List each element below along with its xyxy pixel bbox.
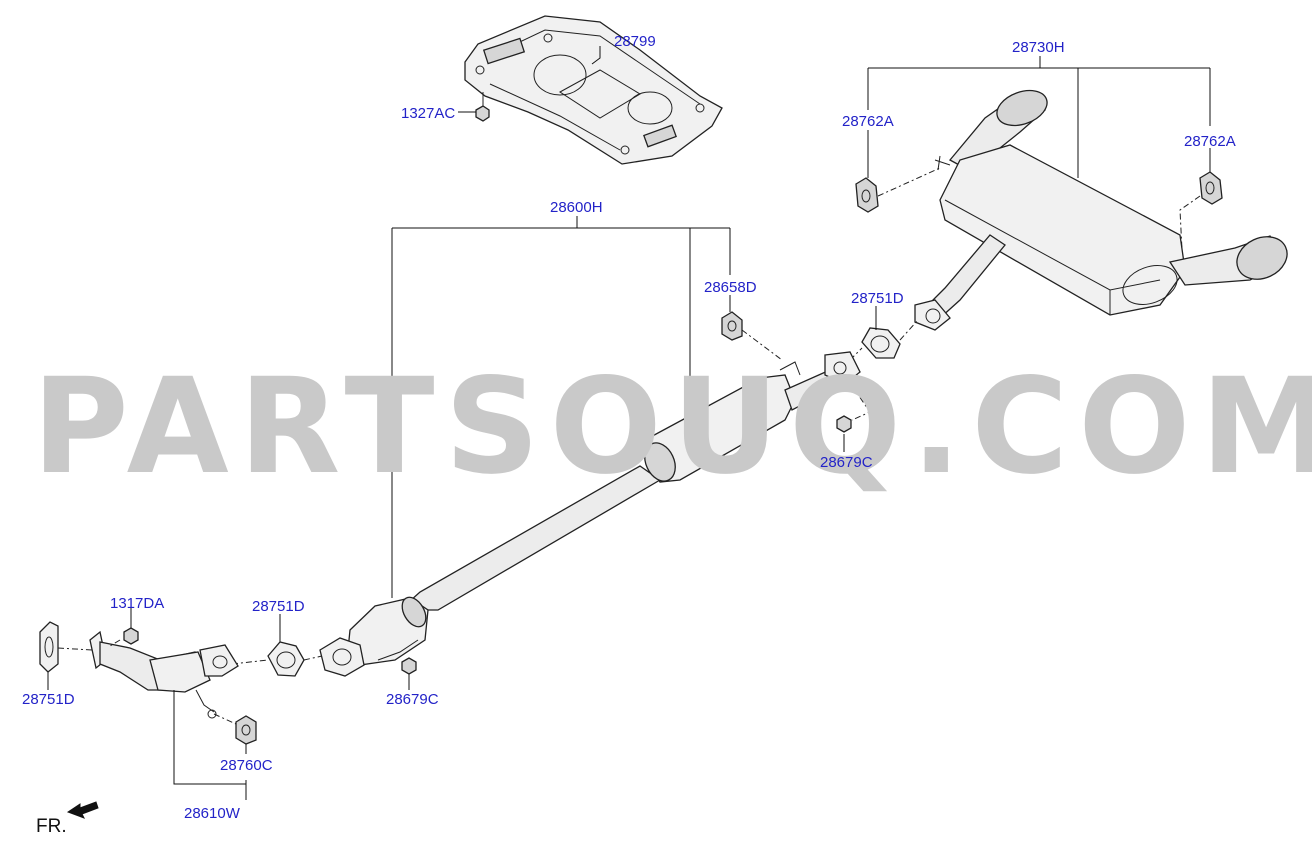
- hanger-28760C-part: [235, 715, 257, 745]
- watermark-text: PARTSOUQ.COM: [32, 350, 1312, 504]
- label-28762A-right: 28762A: [1184, 133, 1236, 150]
- front-indicator-label: FR.: [36, 816, 67, 837]
- label-28799: 28799: [614, 33, 656, 50]
- label-1327AC: 1327AC: [401, 105, 455, 122]
- hanger-28762A-left-part: [855, 177, 879, 213]
- rear-muffler-part: [914, 89, 1288, 331]
- gasket-28751D-left-part: [39, 621, 59, 673]
- label-1317DA: 1317DA: [110, 595, 164, 612]
- label-28658D: 28658D: [704, 279, 757, 296]
- label-28762A-left: 28762A: [842, 113, 894, 130]
- gasket-28751D-mid-part: [267, 641, 305, 677]
- hanger-28762A-right-part: [1199, 171, 1223, 205]
- label-28679C-lower: 28679C: [386, 691, 439, 708]
- label-28751D-mid: 28751D: [252, 598, 305, 615]
- label-28751D-left: 28751D: [22, 691, 75, 708]
- front-pipe-part: [89, 630, 239, 719]
- nut-1317DA-part: [123, 627, 139, 645]
- nut-1327AC-part: [475, 92, 490, 122]
- hanger-28658D-part: [721, 311, 743, 341]
- label-28760C: 28760C: [220, 757, 273, 774]
- catalytic-converter-part: [319, 596, 429, 677]
- gasket-28751D-upper-part: [861, 327, 901, 359]
- label-28751D-upper: 28751D: [851, 290, 904, 307]
- front-arrow-icon: [66, 801, 99, 819]
- label-28679C-upper: 28679C: [820, 454, 873, 471]
- center-muffler-part: [398, 351, 861, 611]
- label-28600H: 28600H: [550, 199, 603, 216]
- label-28610W: 28610W: [184, 805, 241, 822]
- nut-28679C-upper-part: [836, 415, 852, 433]
- nut-28679C-lower-part: [401, 657, 417, 675]
- label-28730H: 28730H: [1012, 39, 1065, 56]
- heat-protector-part: [464, 15, 723, 165]
